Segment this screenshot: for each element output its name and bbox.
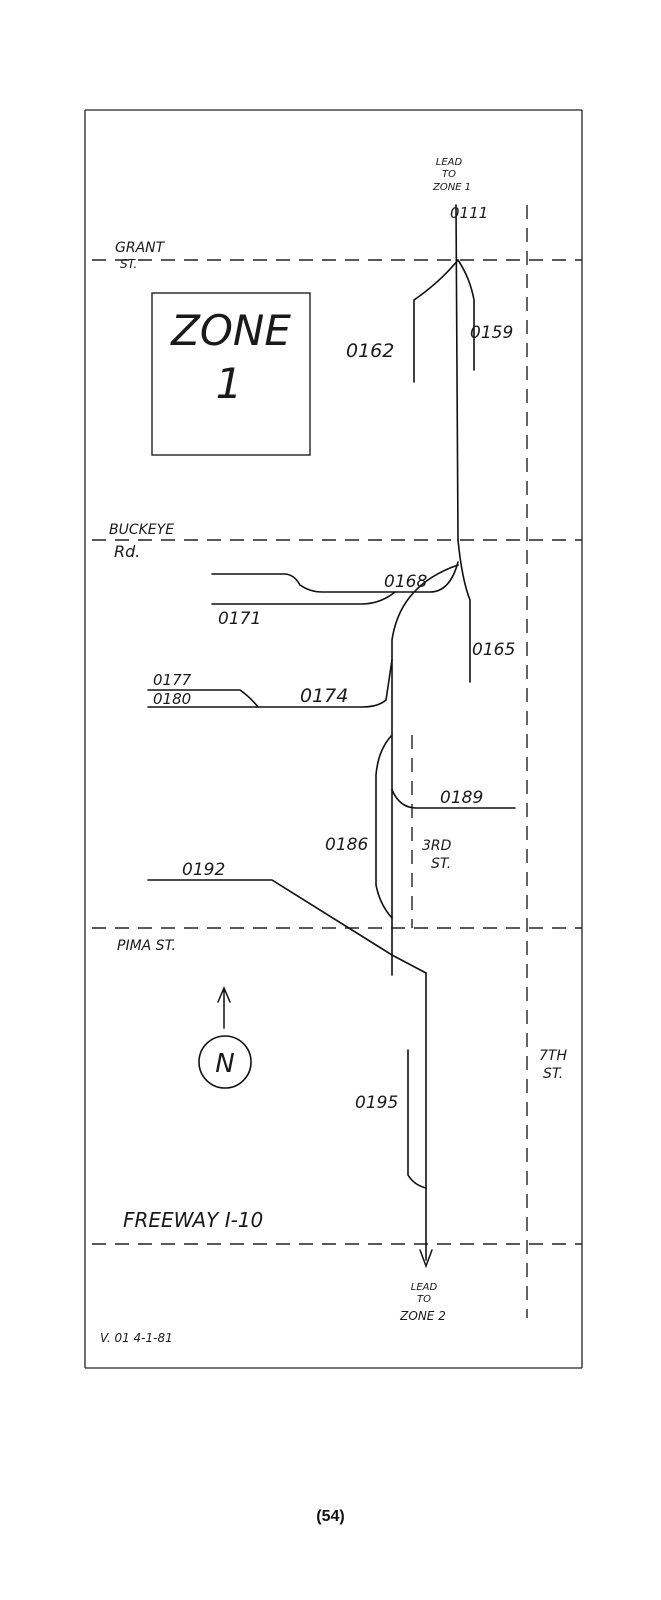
third-street-label: 3RD <box>422 838 452 854</box>
track-0189 <box>391 789 516 809</box>
label-0162: 0162 <box>346 340 394 362</box>
label-0159: 0159 <box>470 323 513 343</box>
version-date-label: V. 01 4-1-81 <box>100 1331 173 1345</box>
label-0189: 0189 <box>440 788 483 808</box>
grant-street-label-suffix: ST. <box>120 257 137 271</box>
track-0111-main-line <box>455 204 459 541</box>
lead-to-zone-1: LEAD TO ZONE 1 <box>432 157 471 193</box>
lead-bottom-line3: ZONE 2 <box>399 1309 446 1323</box>
north-symbol: N <box>198 1035 252 1089</box>
label-0174: 0174 <box>300 685 348 707</box>
buckeye-road-label: BUCKEYE <box>109 522 174 538</box>
lead-to-zone-2: LEAD TO ZONE 2 <box>399 1282 446 1323</box>
track-labels: 0111 0162 0159 0168 0171 0165 0177 0180 … <box>153 204 515 1113</box>
zone-box-title: ZONE <box>170 306 291 355</box>
label-0111: 0111 <box>450 204 488 222</box>
buckeye-road-label-suffix: Rd. <box>114 542 140 561</box>
track-0162 <box>413 259 459 383</box>
track-0165 <box>457 539 471 683</box>
street-labels: GRANT ST. BUCKEYE Rd. PIMA ST. 3RD ST. 7… <box>109 240 567 1232</box>
north-symbol-letter: N <box>215 1049 234 1079</box>
seventh-street-label: 7TH <box>539 1048 567 1064</box>
track-0168 <box>211 561 459 593</box>
track-0177 <box>147 689 259 708</box>
label-0180: 0180 <box>153 690 191 708</box>
third-street-label-suffix: ST. <box>431 856 451 872</box>
lead-top-line3: ZONE 1 <box>432 182 471 193</box>
track-0159 <box>457 259 475 371</box>
lead-top-line1: LEAD <box>436 157 463 168</box>
seventh-street-label-suffix: ST. <box>543 1066 563 1082</box>
freeway-i10-label: FREEWAY I-10 <box>123 1208 263 1232</box>
track-0192 <box>147 879 427 974</box>
grant-street-label: GRANT <box>115 240 166 256</box>
label-0195: 0195 <box>355 1093 398 1113</box>
map-frame <box>84 109 583 1369</box>
street-lines <box>92 205 582 1318</box>
arrow-down-icon <box>419 1249 433 1269</box>
label-0171: 0171 <box>218 609 261 629</box>
label-0192: 0192 <box>182 860 225 880</box>
label-0165: 0165 <box>472 640 515 660</box>
label-0186: 0186 <box>325 835 368 855</box>
north-arrow-icon <box>217 986 231 1029</box>
track-0195 <box>407 1049 427 1189</box>
track-0171 <box>211 591 396 605</box>
track-0186 <box>375 734 393 919</box>
label-0177: 0177 <box>153 671 192 689</box>
track-0174 <box>147 659 393 708</box>
direction-arrows <box>217 986 433 1269</box>
lead-bottom-line1: LEAD <box>411 1282 438 1293</box>
lead-bottom-line2: TO <box>417 1294 431 1305</box>
zone-box-number: 1 <box>216 359 243 408</box>
track-lines <box>147 204 516 1261</box>
pima-street-label: PIMA ST. <box>117 938 176 954</box>
zone-box: ZONE 1 <box>151 292 311 456</box>
label-0168: 0168 <box>384 572 427 592</box>
page-number: (54) <box>316 1508 345 1525</box>
lead-top-line2: TO <box>442 169 456 180</box>
track-trunk-south <box>391 564 459 976</box>
